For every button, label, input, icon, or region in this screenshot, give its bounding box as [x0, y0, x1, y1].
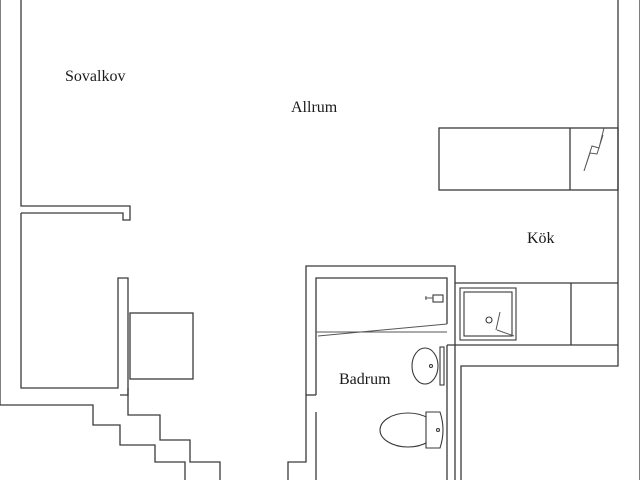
toilet-icon [379, 411, 444, 449]
label-allrum: Allrum [291, 99, 338, 116]
shower-head-icon [425, 294, 444, 303]
kitchen-upper-counter [438, 127, 619, 191]
stepped-wall [127, 388, 307, 480]
kitchen-counter [455, 282, 618, 346]
wardrobe [129, 312, 194, 380]
label-badrum: Badrum [339, 371, 391, 388]
label-sovalkov: Sovalkov [65, 68, 125, 85]
label-kok: Kök [527, 230, 555, 247]
kitchen-sink-icon [459, 287, 517, 341]
bathroom-walls [305, 265, 456, 480]
washbasin-icon [411, 346, 445, 386]
